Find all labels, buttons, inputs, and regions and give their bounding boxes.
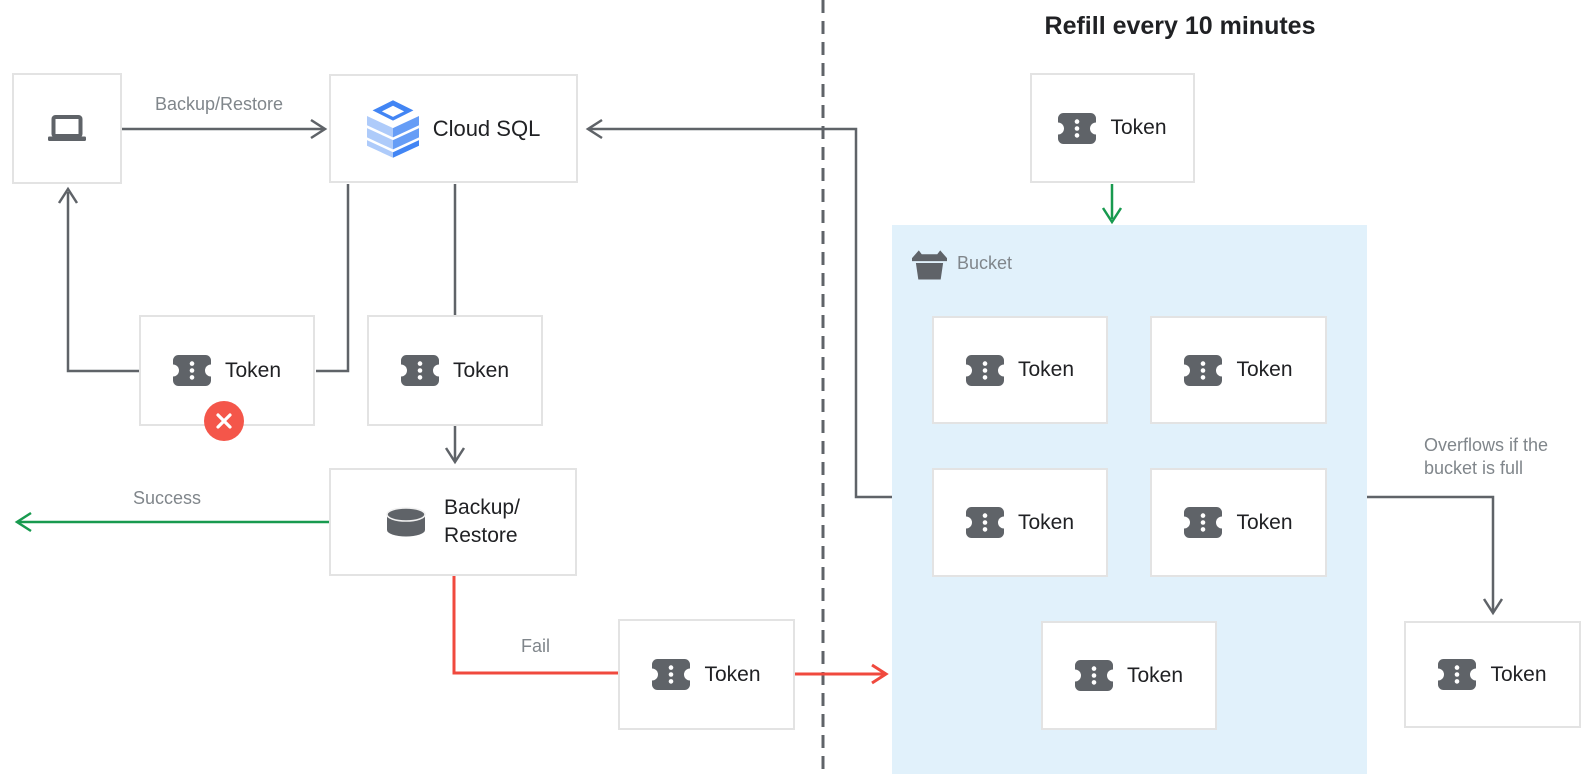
fail-edge-label: Fail: [521, 636, 551, 656]
token-box-request: Token: [367, 315, 543, 426]
token-icon: [173, 355, 211, 386]
token-box-fail: Token: [618, 619, 795, 730]
x-glyph: [216, 413, 232, 429]
overflow-note-line1: Overflows if the: [1424, 435, 1549, 455]
token-label: Token: [1236, 510, 1293, 534]
backup-restore-line1: Backup/: [444, 496, 520, 520]
backup-restore-box: Backup/ Restore: [329, 468, 577, 576]
token-label: Token: [1110, 116, 1167, 139]
token-icon: [1184, 355, 1222, 386]
success-edge-label: Success: [133, 488, 202, 508]
laptop-icon: [48, 115, 86, 142]
token-icon: [1438, 659, 1476, 690]
cloud-sql-icon: [367, 100, 419, 158]
token-box-bucket-1: Token: [932, 316, 1108, 424]
token-box-bucket-5: Token: [1041, 621, 1217, 730]
token-icon: [652, 659, 690, 690]
token-label: Token: [452, 358, 510, 382]
overflow-note-line2: bucket is full: [1424, 458, 1524, 478]
token-box-overflow: Token: [1404, 621, 1581, 728]
token-label: Token: [1017, 510, 1075, 534]
client-box: [12, 73, 122, 184]
error-x-icon: [204, 401, 244, 441]
token-icon: [966, 507, 1004, 538]
backup-restore-label: Backup/ Restore: [444, 494, 520, 549]
database-icon: [386, 507, 426, 537]
token-box-bucket-3: Token: [932, 468, 1108, 577]
backup-restore-line2: Restore: [444, 524, 518, 547]
token-box-bucket-4: Token: [1150, 468, 1327, 577]
cloud-sql-label: Cloud SQL: [432, 115, 541, 141]
refill-title: Refill every 10 minutes: [1044, 12, 1316, 40]
token-label: Token: [1126, 663, 1184, 687]
cloud-sql-box: Cloud SQL: [329, 74, 578, 183]
bucket-icon: [912, 247, 947, 280]
token-icon: [1058, 113, 1096, 144]
token-icon: [401, 355, 439, 386]
bucket-header: Bucket: [912, 247, 1012, 280]
request-edge-label: Backup/Restore: [155, 94, 284, 114]
token-label: Token: [704, 662, 761, 686]
token-label: Token: [1236, 358, 1293, 381]
token-label: Token: [1017, 358, 1075, 381]
bucket-label: Bucket: [957, 253, 1013, 273]
token-icon: [966, 355, 1004, 386]
overflow-note: Overflows if the bucket is full: [1424, 434, 1574, 480]
token-box-refill: Token: [1030, 73, 1195, 183]
token-box-bucket-2: Token: [1150, 316, 1327, 424]
token-label: Token: [224, 358, 282, 382]
token-label: Token: [1490, 662, 1547, 686]
token-icon: [1184, 507, 1222, 538]
token-icon: [1075, 660, 1113, 691]
